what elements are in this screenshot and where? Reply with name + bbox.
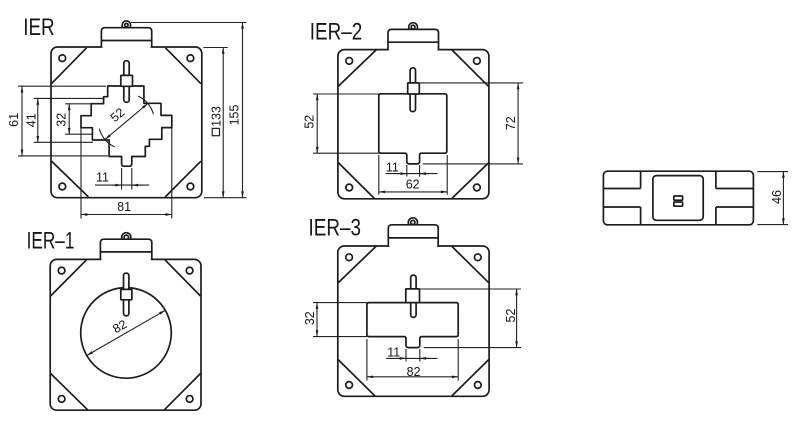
svg-text:72: 72 (504, 116, 518, 130)
svg-text:62: 62 (406, 178, 420, 192)
svg-text:11: 11 (96, 171, 109, 185)
svg-text:IER–2: IER–2 (310, 19, 362, 46)
svg-text:52: 52 (302, 115, 316, 129)
svg-text:81: 81 (117, 200, 131, 214)
svg-text:IER–3: IER–3 (309, 215, 361, 242)
svg-text:52: 52 (504, 309, 518, 323)
svg-text:IER–1: IER–1 (27, 228, 75, 254)
svg-text:82: 82 (407, 365, 421, 379)
svg-text:32: 32 (55, 113, 69, 127)
svg-text:11: 11 (387, 346, 400, 360)
svg-text:46: 46 (770, 190, 784, 204)
svg-text:82: 82 (110, 317, 129, 336)
svg-text:41: 41 (25, 113, 39, 127)
svg-text:11: 11 (386, 161, 399, 175)
svg-text:155: 155 (227, 105, 241, 126)
svg-text:133: 133 (209, 106, 223, 127)
svg-text:IER: IER (23, 14, 54, 41)
svg-text:32: 32 (303, 311, 317, 325)
svg-text:61: 61 (7, 113, 21, 127)
